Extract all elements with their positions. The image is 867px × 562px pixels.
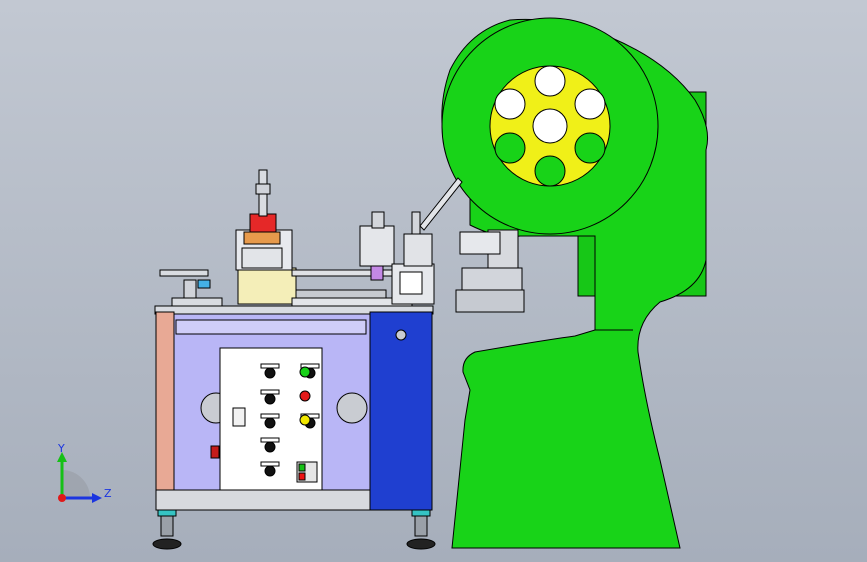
red-indicator-light <box>299 390 311 402</box>
knob-label-plate <box>260 461 280 467</box>
knob-label-plate <box>260 389 280 395</box>
power-switch-green <box>298 463 306 472</box>
mold-head-red <box>249 213 277 233</box>
knob-label-plate <box>260 413 280 419</box>
press-throat-edge <box>594 236 633 331</box>
mold-guide <box>241 247 283 269</box>
knob-label-plate <box>260 363 280 369</box>
selector-knob <box>264 393 276 405</box>
feed-rail-left <box>159 269 209 277</box>
gripper-inner <box>399 271 423 295</box>
yellow-indicator-light <box>299 414 311 426</box>
press-die-block <box>459 231 501 255</box>
copper-corner-post <box>155 311 175 511</box>
conveyor-chain <box>295 289 387 299</box>
flywheel-hole <box>574 132 606 164</box>
triad-quadrant <box>62 470 90 498</box>
green-indicator-light <box>299 366 311 378</box>
selector-knob <box>264 441 276 453</box>
press-die-lower <box>461 267 523 291</box>
feed-mechanism <box>159 169 463 307</box>
cabinet-port-right <box>336 392 368 424</box>
flywheel-hole <box>574 88 606 120</box>
caster-bracket-right <box>411 509 431 517</box>
linkage-arm <box>419 177 463 231</box>
flywheel-hole <box>534 155 566 187</box>
leveling-foot-left <box>152 538 182 550</box>
flywheel-hole <box>494 132 526 164</box>
selector-knob <box>264 465 276 477</box>
gripper-rod <box>411 211 421 235</box>
cylinder-purple-block <box>370 265 384 281</box>
punch-press <box>441 17 709 549</box>
feed-sensor <box>197 279 211 289</box>
feed-base-plate <box>171 297 223 307</box>
cabinet-blue-door <box>369 311 433 511</box>
press-bolster <box>455 289 525 313</box>
coordinate-triad: Y Z <box>57 442 112 503</box>
cabinet-inner-frame <box>175 319 367 335</box>
y-axis-label: Y <box>57 442 65 455</box>
cylinder-cap <box>371 211 385 229</box>
warning-label <box>232 407 246 427</box>
y-axis-arrowhead <box>57 452 67 462</box>
flywheel-hole <box>494 88 526 120</box>
flywheel-hole <box>532 108 568 144</box>
mold-actuator-cap <box>255 183 271 195</box>
selector-knob <box>264 367 276 379</box>
x-axis-origin <box>58 494 66 502</box>
control-panel <box>219 347 323 491</box>
selector-knob <box>264 417 276 429</box>
power-switch-red <box>298 472 306 481</box>
mold-module <box>237 267 297 305</box>
gripper-actuator <box>403 233 433 267</box>
door-lock <box>395 329 407 341</box>
caster-bracket-left <box>157 509 177 517</box>
mold-head-orange <box>243 231 281 245</box>
knob-label-plate <box>260 437 280 443</box>
z-axis-arrowhead <box>92 493 102 503</box>
flywheel-hole <box>534 65 566 97</box>
leveling-foot-right <box>406 538 436 550</box>
z-axis-label: Z <box>104 487 112 500</box>
cylinder-body <box>359 225 395 267</box>
cable-gland <box>210 445 220 459</box>
